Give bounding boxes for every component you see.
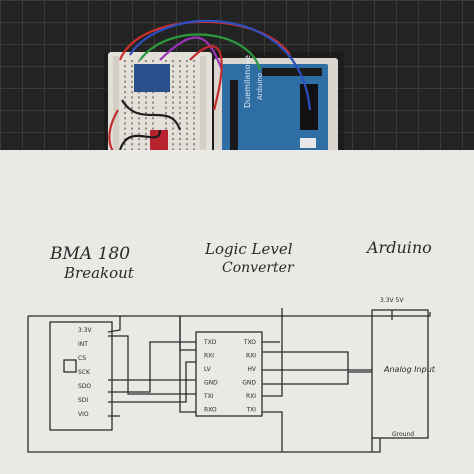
llc-left-pin-1: RXI <box>204 353 214 360</box>
svg-text:Arduino: Arduino <box>256 73 264 100</box>
ground-label: Ground <box>392 431 414 438</box>
llc-right-pin-1: RXI <box>246 353 256 360</box>
bma-label: BMA 180 <box>50 244 131 264</box>
llc-box <box>195 331 263 417</box>
bma-pin-3: SCK <box>78 369 91 376</box>
svg-text:Duemilanove: Duemilanove <box>243 55 252 108</box>
supply-label: 3.3V 5V <box>380 297 404 304</box>
llc-left-pin-3: GND <box>204 380 218 387</box>
logic-label: Logic Level <box>205 240 293 258</box>
paper-sheet <box>0 150 474 474</box>
bma-pin-0: 3.3V <box>78 327 93 334</box>
arduino-label: Arduino <box>367 238 432 257</box>
llc-left-pin-4: TXI <box>203 393 214 400</box>
bma-box <box>49 321 113 431</box>
llc-right-pin-5: TXI <box>245 407 256 414</box>
bma-pin-5: SDI <box>78 397 88 404</box>
arduino-box <box>371 309 429 439</box>
llc-left-pin-0: TXD <box>203 339 217 346</box>
logic-label-2: Converter <box>222 260 294 276</box>
bma-pin-4: SDO <box>78 383 91 390</box>
llc-right-pin-3: GND <box>242 380 256 387</box>
bma-pin-6: VIO <box>78 411 89 418</box>
bma-pin-1: INT <box>78 341 88 348</box>
bma-pin-2: CS <box>78 355 86 362</box>
llc-right-pin-0: TXO <box>243 339 256 346</box>
llc-right-pin-2: HV <box>247 366 257 373</box>
analog-input-label: Analog Input <box>383 365 436 374</box>
bma-label-2: Breakout <box>64 264 134 282</box>
llc-left-pin-2: LV <box>204 366 212 373</box>
llc-left-pin-5: RXO <box>204 407 217 414</box>
llc-right-pin-4: RXI <box>246 393 256 400</box>
